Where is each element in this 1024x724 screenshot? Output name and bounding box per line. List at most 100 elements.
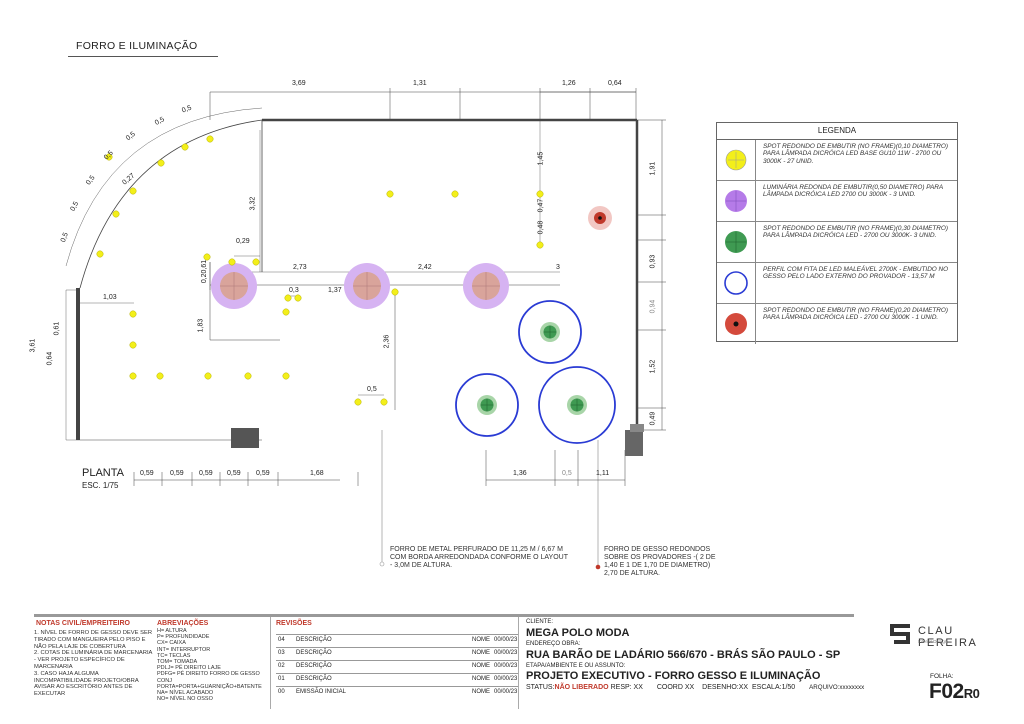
spot-yellow: [203, 253, 211, 261]
luminaria-purple: [344, 263, 390, 309]
client-name: MEGA POLO MODA: [526, 627, 630, 639]
spot-yellow: [206, 135, 214, 143]
status-label: STATUS:: [526, 684, 555, 691]
dim-inner-4: 0,48: [537, 220, 545, 235]
spot-yellow: [252, 258, 260, 266]
spot-yellow: [129, 372, 137, 380]
revision-desc: DESCRIÇÃO: [296, 650, 332, 656]
spot-yellow: [536, 190, 544, 198]
spot-yellow: [112, 210, 120, 218]
address-label: ENDEREÇO OBRA:: [526, 641, 581, 647]
plan-scale: ESC. 1/75: [82, 481, 119, 490]
dim-inner-13: 2,36: [383, 334, 391, 349]
dim-inner-11: 1,37: [328, 287, 342, 294]
spot-yellow: [129, 187, 137, 195]
legend-title: LEGENDA: [717, 123, 957, 140]
dim-top-4: 0,64: [608, 80, 622, 87]
revision-num: 01: [278, 676, 285, 682]
revision-date: 00/00/23: [494, 689, 518, 695]
abbrev-item: CONJ PORTA=PORTA+GUARNIÇÃO+BATENTE: [157, 677, 262, 690]
revision-row: 04 DESCRIÇÃO NOME 00/00/23: [276, 634, 518, 646]
legend-symbol: [717, 304, 756, 344]
abbrev-item: NA= NÍVEL ACABADO: [157, 690, 214, 697]
revision-name: NOME: [472, 663, 490, 669]
legend: LEGENDA SPOT REDONDO DE EMBUTIR (NO FRAM…: [716, 122, 958, 344]
luminaria-purple-icon: [725, 190, 747, 212]
dim-inner-3: 0,47: [537, 198, 545, 213]
dim-bottom-1: 0,59: [140, 470, 154, 477]
stage: PROJETO EXECUTIVO - FORRO GESSO E ILUMIN…: [526, 670, 821, 682]
resp: RESP: XX: [610, 684, 643, 691]
abbrev-item: NO= NÍVEL NO OSSO: [157, 696, 213, 703]
logo-text: CLAU PEREIRA: [918, 625, 978, 649]
abbrev-item: PDFG= PÉ DIREITO FORRO DE GESSO: [157, 671, 260, 678]
spot-yellow: [96, 250, 104, 258]
dim-right-4: 1,52: [649, 359, 657, 374]
title-block-divider-2: [518, 617, 519, 709]
legend-symbol: [717, 140, 756, 180]
note-3: 3. CASO HAJA ALGUMA INCOMPATIBILIDADE PR…: [34, 670, 139, 698]
legend-item-luminaria-purple: LUMINÁRIA REDONDA DE EMBUTIR(0,50 DIAMET…: [717, 181, 957, 222]
dim-inner-12: 1,83: [197, 318, 205, 333]
revision-name: NOME: [472, 650, 490, 656]
luminaria-purple: [463, 263, 509, 309]
dim-top-1: 3,69: [292, 80, 306, 87]
client-label: CLIENTE:: [526, 619, 554, 625]
revision-desc: DESCRIÇÃO: [296, 637, 332, 643]
dim-top-3: 1,26: [562, 80, 576, 87]
perfil-led-ring: [518, 300, 582, 364]
dim-inner-14: 0,5: [367, 386, 377, 393]
title-block-divider-1: [270, 617, 271, 709]
stage-label: ETAPA/AMBIENTE E OU ASSUNTO:: [526, 663, 626, 669]
spot-green-icon: [725, 231, 747, 253]
revisions-title: REVISÕES: [276, 620, 312, 627]
dim-inner-10: 0,3: [289, 287, 299, 294]
revision-name: NOME: [472, 637, 490, 643]
spot-yellow: [129, 310, 137, 318]
dim-inner-17: 0,64: [46, 351, 54, 366]
legend-item-spot-yellow: SPOT REDONDO DE EMBUTIR (NO FRAME)(0,10 …: [717, 140, 957, 181]
perfil-led-ring: [538, 366, 616, 444]
legend-symbol: [717, 181, 756, 221]
abbrev-item: TC= TECLAS: [157, 652, 191, 659]
logo-mark-icon: [890, 624, 910, 644]
abbrev-item: H= ALTURA: [157, 628, 187, 634]
spot-yellow: [391, 288, 399, 296]
legend-symbol: [717, 222, 756, 262]
dim-inner-1: 3,32: [249, 196, 257, 211]
spot-yellow: [181, 143, 189, 151]
spot-green: [567, 395, 587, 415]
spot-yellow-icon: [725, 149, 747, 171]
abbrev-item: TOM= TOMADA: [157, 659, 198, 666]
escala: ESCALA:1/50: [752, 684, 796, 691]
abbrev-item: P= PROFUNDIDADE: [157, 634, 210, 641]
dim-right-5: 0,49: [649, 411, 657, 426]
spot-yellow: [294, 294, 302, 302]
abbrev-list: H= ALTURA P= PROFUNDIDADE CX= CAIXA INT=…: [157, 628, 275, 702]
annotation-forro-metal: FORRO DE METAL PERFURADO DE 11,25 M / 6,…: [390, 546, 568, 569]
legend-text: LUMINÁRIA REDONDA DE EMBUTIR(0,50 DIAMET…: [763, 184, 943, 199]
dim-bottom-6: 1,68: [310, 470, 324, 477]
spot-green: [477, 395, 497, 415]
dim-inner-7: 2,73: [293, 264, 307, 271]
abbrev-title: ABREVIAÇÕES: [157, 620, 209, 627]
legend-text: PERFIL COM FITA DE LED MALEÁVEL 2700K - …: [763, 266, 949, 281]
revision-num: 02: [278, 663, 285, 669]
dim-bottom-5: 0,59: [256, 470, 270, 477]
revision-date: 00/00/23: [494, 676, 518, 682]
page-title: FORRO E ILUMINAÇÃO: [76, 40, 198, 52]
revision-date: 00/00/23: [494, 663, 518, 669]
legend-item-spot-green: SPOT REDONDO DE EMBUTIR (NO FRAME)(0,30 …: [717, 222, 957, 263]
spot-yellow: [282, 372, 290, 380]
spot-yellow: [244, 372, 252, 380]
revision-name: NOME: [472, 689, 490, 695]
abbrev-item: CX= CAIXA: [157, 640, 186, 647]
dim-inner-18: 3,61: [29, 338, 37, 353]
dim-bottom-4: 0,59: [227, 470, 241, 477]
dim-right-3: 0,94: [649, 299, 657, 314]
dim-right-1: 1,91: [649, 161, 657, 176]
revision-num: 03: [278, 650, 285, 656]
folha-label: FOLHA:: [930, 673, 954, 680]
notes-list: 1. NÍVEL DE FORRO DE GESSO DEVE SER TIRA…: [34, 630, 154, 698]
